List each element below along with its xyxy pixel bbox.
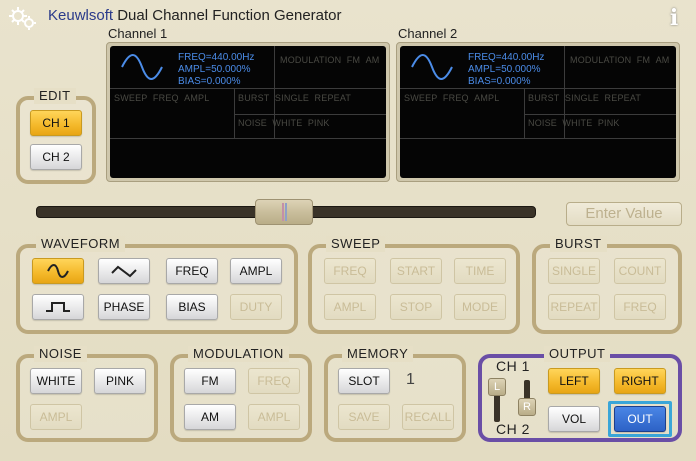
channel-1-label: Channel 1 xyxy=(108,26,168,41)
enter-value-button[interactable]: Enter Value xyxy=(566,202,682,226)
sweep-ampl-button[interactable]: AMPL xyxy=(324,294,376,320)
ch1-ampl-readout: AMPL=50.000% xyxy=(178,64,251,75)
ch2-burst-text: BURST SINGLE REPEAT xyxy=(528,93,642,103)
square-wave-icon xyxy=(46,302,70,312)
edit-ch2-button[interactable]: CH 2 xyxy=(30,144,82,170)
phase-button[interactable]: PHASE xyxy=(98,294,150,320)
sweep-mode-button[interactable]: MODE xyxy=(454,294,506,320)
settings-gear-icon[interactable] xyxy=(8,6,38,32)
sweep-stop-button[interactable]: STOP xyxy=(390,294,442,320)
ch2-freq-readout: FREQ=440.00Hz xyxy=(468,52,545,63)
burst-freq-button[interactable]: FREQ xyxy=(614,294,666,320)
waveform-duty-button[interactable]: DUTY xyxy=(230,294,282,320)
ch2-bias-readout: BIAS=0.000% xyxy=(468,76,531,87)
ch1-output-switch[interactable]: L xyxy=(488,378,506,396)
modulation-am-button[interactable]: AM xyxy=(184,404,236,430)
out-button-focus-ring xyxy=(608,401,672,437)
channel-1-screen: FREQ=440.00Hz AMPL=50.000% BIAS=0.000% M… xyxy=(110,46,386,178)
ch1-freq-readout: FREQ=440.00Hz xyxy=(178,52,255,63)
ch2-modulation-text: MODULATION FM AM xyxy=(570,55,670,65)
memory-recall-button[interactable]: RECALL xyxy=(402,404,454,430)
edit-group-title: EDIT xyxy=(34,88,76,104)
channel-2-screen: FREQ=440.00Hz AMPL=50.000% BIAS=0.000% M… xyxy=(400,46,676,178)
noise-ampl-button[interactable]: AMPL xyxy=(30,404,82,430)
burst-single-button[interactable]: SINGLE xyxy=(548,258,600,284)
ch2-output-switch[interactable]: R xyxy=(518,398,536,416)
output-right-button[interactable]: RIGHT xyxy=(614,368,666,394)
square-wave-button[interactable] xyxy=(32,294,84,320)
triangle-wave-button[interactable] xyxy=(98,258,150,284)
waveform-bias-button[interactable]: BIAS xyxy=(166,294,218,320)
burst-repeat-button[interactable]: REPEAT xyxy=(548,294,600,320)
sweep-group-title: SWEEP xyxy=(326,236,386,252)
title-bar: Keuwlsoft Dual Channel Function Generato… xyxy=(0,0,696,34)
app-title: Keuwlsoft Dual Channel Function Generato… xyxy=(48,7,342,24)
ch1-noise-text: NOISE WHITE PINK xyxy=(238,118,330,128)
ch2-sweep-text: SWEEP FREQ AMPL xyxy=(404,93,500,103)
noise-group-title: NOISE xyxy=(34,346,87,362)
value-slider-thumb[interactable] xyxy=(255,199,313,225)
ch2-noise-text: NOISE WHITE PINK xyxy=(528,118,620,128)
modulation-fm-freq-button[interactable]: FREQ xyxy=(248,368,300,394)
output-ch2-label: CH 2 xyxy=(496,421,530,437)
memory-slot-value: 1 xyxy=(406,371,415,388)
memory-slot-button[interactable]: SLOT xyxy=(338,368,390,394)
output-out-button[interactable]: OUT xyxy=(614,406,666,432)
ch2-switch-track xyxy=(524,380,530,414)
sweep-freq-button[interactable]: FREQ xyxy=(324,258,376,284)
output-group-title: OUTPUT xyxy=(544,346,611,362)
modulation-fm-button[interactable]: FM xyxy=(184,368,236,394)
output-left-button[interactable]: LEFT xyxy=(548,368,600,394)
ch1-switch-track xyxy=(494,392,500,422)
noise-pink-button[interactable]: PINK xyxy=(94,368,146,394)
sweep-time-button[interactable]: TIME xyxy=(454,258,506,284)
waveform-freq-button[interactable]: FREQ xyxy=(166,258,218,284)
channel-2-label: Channel 2 xyxy=(398,26,458,41)
info-icon[interactable]: i xyxy=(669,5,679,31)
sweep-start-button[interactable]: START xyxy=(390,258,442,284)
modulation-group-title: MODULATION xyxy=(188,346,289,362)
output-volume-button[interactable]: VOL xyxy=(548,406,600,432)
waveform-group-title: WAVEFORM xyxy=(36,236,126,252)
noise-white-button[interactable]: WHITE xyxy=(30,368,82,394)
memory-group-title: MEMORY xyxy=(342,346,414,362)
ch2-ampl-readout: AMPL=50.000% xyxy=(468,64,541,75)
triangle-wave-icon xyxy=(111,265,137,278)
ch1-sweep-text: SWEEP FREQ AMPL xyxy=(114,93,210,103)
sine-wave-icon xyxy=(411,54,453,80)
output-ch1-label: CH 1 xyxy=(496,358,530,374)
burst-group-title: BURST xyxy=(550,236,607,252)
app-name: Dual Channel Function Generator xyxy=(117,7,342,24)
memory-save-button[interactable]: SAVE xyxy=(338,404,390,430)
edit-ch1-button[interactable]: CH 1 xyxy=(30,110,82,136)
channel-2-display: FREQ=440.00Hz AMPL=50.000% BIAS=0.000% M… xyxy=(396,42,680,182)
sine-wave-button[interactable] xyxy=(32,258,84,284)
modulation-am-ampl-button[interactable]: AMPL xyxy=(248,404,300,430)
burst-count-button[interactable]: COUNT xyxy=(614,258,666,284)
ch1-bias-readout: BIAS=0.000% xyxy=(178,76,241,87)
channel-1-display: FREQ=440.00Hz AMPL=50.000% BIAS=0.000% M… xyxy=(106,42,390,182)
ch1-burst-text: BURST SINGLE REPEAT xyxy=(238,93,352,103)
brand-name: Keuwlsoft xyxy=(48,7,114,24)
sine-wave-icon xyxy=(121,54,163,80)
sine-wave-icon xyxy=(47,264,69,278)
waveform-ampl-button[interactable]: AMPL xyxy=(230,258,282,284)
ch1-modulation-text: MODULATION FM AM xyxy=(280,55,380,65)
